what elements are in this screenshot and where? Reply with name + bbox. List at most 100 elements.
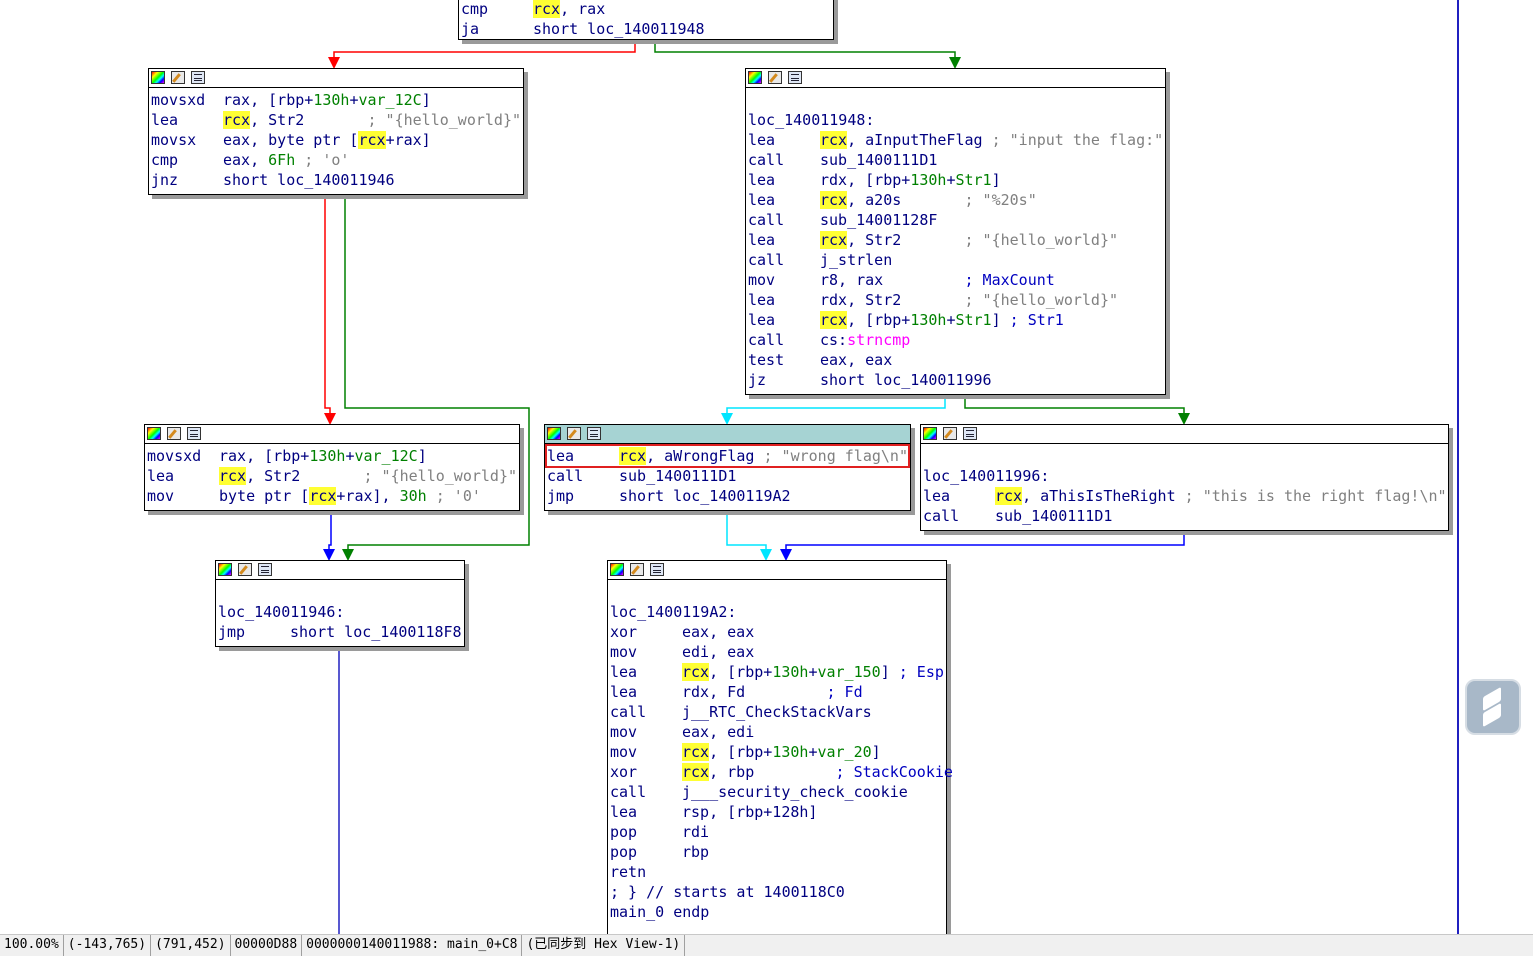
jump-target[interactable]: short loc_140011996: [820, 371, 992, 389]
register-highlight[interactable]: rcx: [995, 487, 1023, 505]
graph-overview-icon[interactable]: [587, 427, 601, 440]
number: 130h: [309, 447, 346, 465]
register-highlight[interactable]: rcx: [358, 131, 386, 149]
register-highlight[interactable]: rcx: [682, 743, 710, 761]
register-highlight[interactable]: rcx: [682, 763, 710, 781]
register-highlight[interactable]: rcx: [820, 131, 848, 149]
mnemonic: lea: [748, 231, 776, 249]
graph-overview-icon[interactable]: [650, 563, 664, 576]
edge-c-to-f: [323, 510, 335, 561]
operand: rsp, [rbp+128h]: [682, 803, 818, 821]
rename-pencil-icon[interactable]: [630, 563, 644, 576]
mnemonic: ja: [461, 20, 480, 38]
rename-pencil-icon[interactable]: [567, 427, 581, 440]
jump-target[interactable]: short loc_1400119A2: [619, 487, 791, 505]
asm-endp-line: main_0 endp: [610, 903, 710, 921]
color-palette-icon[interactable]: [147, 427, 161, 440]
graph-overview-icon[interactable]: [963, 427, 977, 440]
jump-target[interactable]: short loc_140011946: [223, 171, 395, 189]
register-highlight[interactable]: rcx: [533, 0, 561, 18]
comment: ; '0': [426, 487, 481, 505]
edge-a-to-c: [324, 194, 336, 425]
comment: ; Fd: [826, 683, 863, 701]
rename-pencil-icon[interactable]: [943, 427, 957, 440]
operand: r8, rax: [820, 271, 965, 289]
color-palette-icon[interactable]: [547, 427, 561, 440]
graph-overview-icon[interactable]: [788, 71, 802, 84]
operand: rdx, Str2: [820, 291, 965, 309]
variable[interactable]: var_12C: [358, 91, 422, 109]
operand: ]: [421, 91, 431, 109]
operand[interactable]: short loc_140011948: [533, 20, 705, 38]
call-target[interactable]: sub_1400111D1: [619, 467, 737, 485]
mnemonic: call: [610, 783, 647, 801]
call-target[interactable]: sub_1400111D1: [820, 151, 938, 169]
block-label[interactable]: loc_1400119A2:: [610, 603, 737, 621]
graph-overview-icon[interactable]: [191, 71, 205, 84]
rename-pencil-icon[interactable]: [768, 71, 782, 84]
block-label[interactable]: loc_140011946:: [218, 603, 345, 621]
mnemonic: movsx: [151, 131, 197, 149]
call-target[interactable]: j___security_check_cookie: [682, 783, 908, 801]
color-palette-icon[interactable]: [218, 563, 232, 576]
mnemonic: lea: [610, 683, 638, 701]
jump-target[interactable]: short loc_1400118F8: [290, 623, 462, 641]
register-highlight[interactable]: rcx: [309, 487, 337, 505]
register-highlight[interactable]: rcx: [223, 111, 251, 129]
blank-line: [610, 582, 944, 602]
variable[interactable]: var_20: [817, 743, 872, 761]
variable[interactable]: var_12C: [354, 447, 418, 465]
mnemonic: call: [610, 703, 647, 721]
register-highlight[interactable]: rcx: [219, 467, 247, 485]
variable[interactable]: var_150: [817, 663, 881, 681]
register-highlight[interactable]: rcx: [820, 191, 848, 209]
block-label[interactable]: loc_140011948:: [748, 111, 875, 129]
color-palette-icon[interactable]: [610, 563, 624, 576]
color-palette-icon[interactable]: [923, 427, 937, 440]
variable[interactable]: Str1: [955, 311, 992, 329]
block-header: [921, 425, 1448, 444]
import-name[interactable]: strncmp: [847, 331, 911, 349]
graph-overview-icon[interactable]: [258, 563, 272, 576]
call-target[interactable]: sub_1400111D1: [995, 507, 1113, 525]
color-palette-icon[interactable]: [151, 71, 165, 84]
rename-pencil-icon[interactable]: [238, 563, 252, 576]
graph-overview-icon[interactable]: [187, 427, 201, 440]
call-target[interactable]: j_strlen: [820, 251, 893, 269]
color-palette-icon[interactable]: [748, 71, 762, 84]
operand: ]: [991, 311, 1010, 329]
floating-assistant-icon[interactable]: [1465, 679, 1521, 735]
block-label[interactable]: loc_140011996:: [923, 467, 1050, 485]
call-target[interactable]: sub_14001128F: [820, 211, 938, 229]
call-target[interactable]: j__RTC_CheckStackVars: [682, 703, 872, 721]
rename-pencil-icon[interactable]: [171, 71, 185, 84]
rename-pencil-icon[interactable]: [167, 427, 181, 440]
variable[interactable]: Str1: [955, 171, 992, 189]
register-highlight[interactable]: rcx: [820, 231, 848, 249]
current-address: 0000000140011988: main_0+C8: [302, 935, 523, 956]
register-highlight[interactable]: rcx: [619, 447, 647, 465]
register-highlight[interactable]: rcx: [820, 311, 848, 329]
register-highlight[interactable]: rcx: [682, 663, 710, 681]
